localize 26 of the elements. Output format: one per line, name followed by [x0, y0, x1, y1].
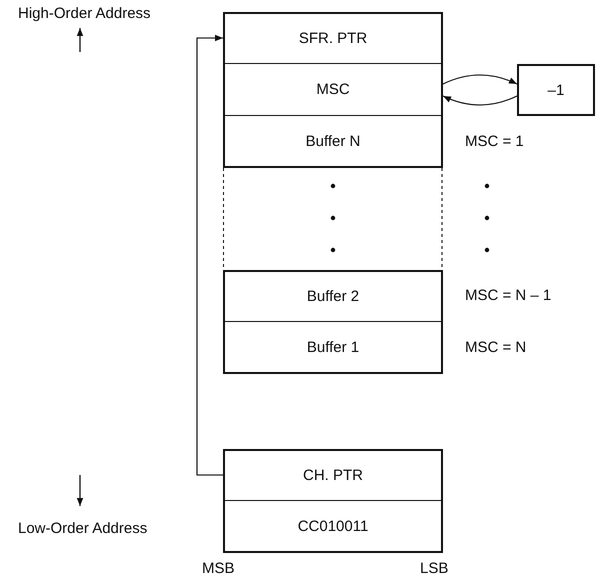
arrow [442, 96, 518, 106]
cell-label: Buffer 1 [306, 338, 360, 356]
arrow [196, 34, 223, 476]
memory-cell [223, 449, 443, 501]
cell-label: MSC [316, 81, 350, 98]
bit-label: LSB [420, 560, 448, 577]
arrow [442, 74, 518, 84]
address-label: Low-Order Address [18, 520, 148, 537]
cell-label: Buffer 2 [306, 288, 360, 305]
memory-cell [517, 64, 595, 116]
memory-cell [223, 12, 443, 64]
memory-cell [223, 501, 443, 553]
memory-cell [223, 116, 443, 168]
counter-value: MSC = N – 1 [465, 287, 552, 304]
cell-label: CC010011 [298, 518, 368, 534]
memory-cell [223, 270, 443, 322]
bit-label: MSB [202, 560, 235, 577]
address-label: High-Order Address [18, 5, 151, 22]
memory-cell [223, 64, 443, 116]
cell-label: CH. PTR [303, 467, 363, 484]
counter-value: MSC = 1 [465, 133, 524, 150]
cell-label: –1 [548, 82, 564, 98]
cell-label: SFR. PTR [298, 30, 368, 47]
counter-value: MSC = N [465, 339, 526, 356]
memory-cell [223, 322, 443, 374]
cell-label: Buffer N [306, 132, 360, 150]
